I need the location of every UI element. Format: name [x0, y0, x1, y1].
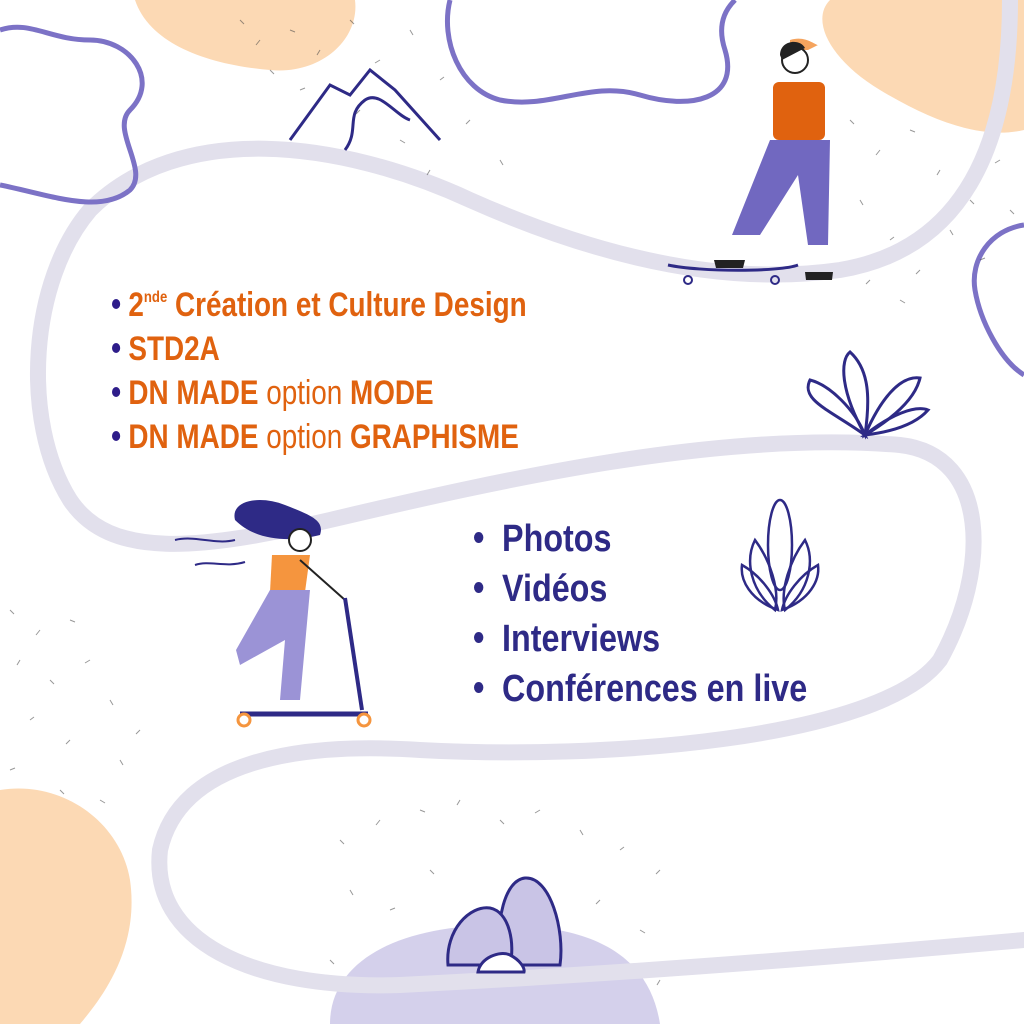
peach-blob-right	[822, 0, 1024, 133]
program-item: DN MADE option MODE	[112, 371, 527, 415]
program-superscript: nde	[143, 289, 168, 306]
bullet-icon	[112, 299, 121, 310]
program-text: GRAPHISME	[349, 418, 519, 456]
cloud-outline-right	[971, 222, 1024, 378]
program-text: DN MADE	[128, 374, 259, 412]
skateboarder-illustration	[667, 38, 833, 285]
program-list: 2nde Création et Culture Design STD2A DN…	[112, 276, 618, 459]
program-text: DN MADE	[128, 418, 259, 456]
cloud-outline-top-left	[0, 24, 145, 205]
program-text: MODE	[349, 374, 434, 412]
media-text: Interviews	[502, 618, 661, 660]
program-text: option	[258, 418, 350, 456]
media-list: Photos Vidéos Interviews Conférences en …	[474, 514, 866, 714]
media-text: Conférences en live	[502, 668, 808, 710]
bullet-icon	[474, 632, 484, 644]
rocks-icon	[446, 876, 563, 974]
plant-icon-middle	[740, 498, 820, 613]
program-text: option	[258, 374, 350, 412]
winding-path	[30, 0, 1024, 994]
media-item: Interviews	[474, 614, 807, 664]
media-item: Photos	[474, 514, 807, 564]
mountain-icon	[288, 67, 442, 151]
plant-icon-right	[806, 350, 931, 440]
media-item: Conférences en live	[474, 664, 807, 714]
bullet-icon	[112, 343, 121, 354]
media-item: Vidéos	[474, 564, 807, 614]
bullet-icon	[474, 532, 484, 544]
bullet-icon	[112, 431, 121, 442]
program-item: DN MADE option GRAPHISME	[112, 415, 527, 459]
peach-blob-top	[135, 0, 356, 71]
program-item: STD2A	[112, 327, 527, 371]
stipple-patches	[9, 19, 1015, 986]
program-item: 2nde Création et Culture Design	[112, 276, 527, 327]
peach-blob-bottom-left	[0, 788, 132, 1024]
cloud-outline-top	[444, 0, 737, 105]
media-text: Vidéos	[502, 568, 608, 610]
media-text: Photos	[502, 518, 612, 560]
bullet-icon	[474, 682, 484, 694]
bullet-icon	[112, 387, 121, 398]
program-text: Création et Culture Design	[167, 286, 527, 324]
program-text: 2	[128, 286, 144, 324]
program-text: STD2A	[128, 330, 220, 368]
bullet-icon	[474, 582, 484, 594]
scooter-rider-illustration	[174, 500, 372, 728]
